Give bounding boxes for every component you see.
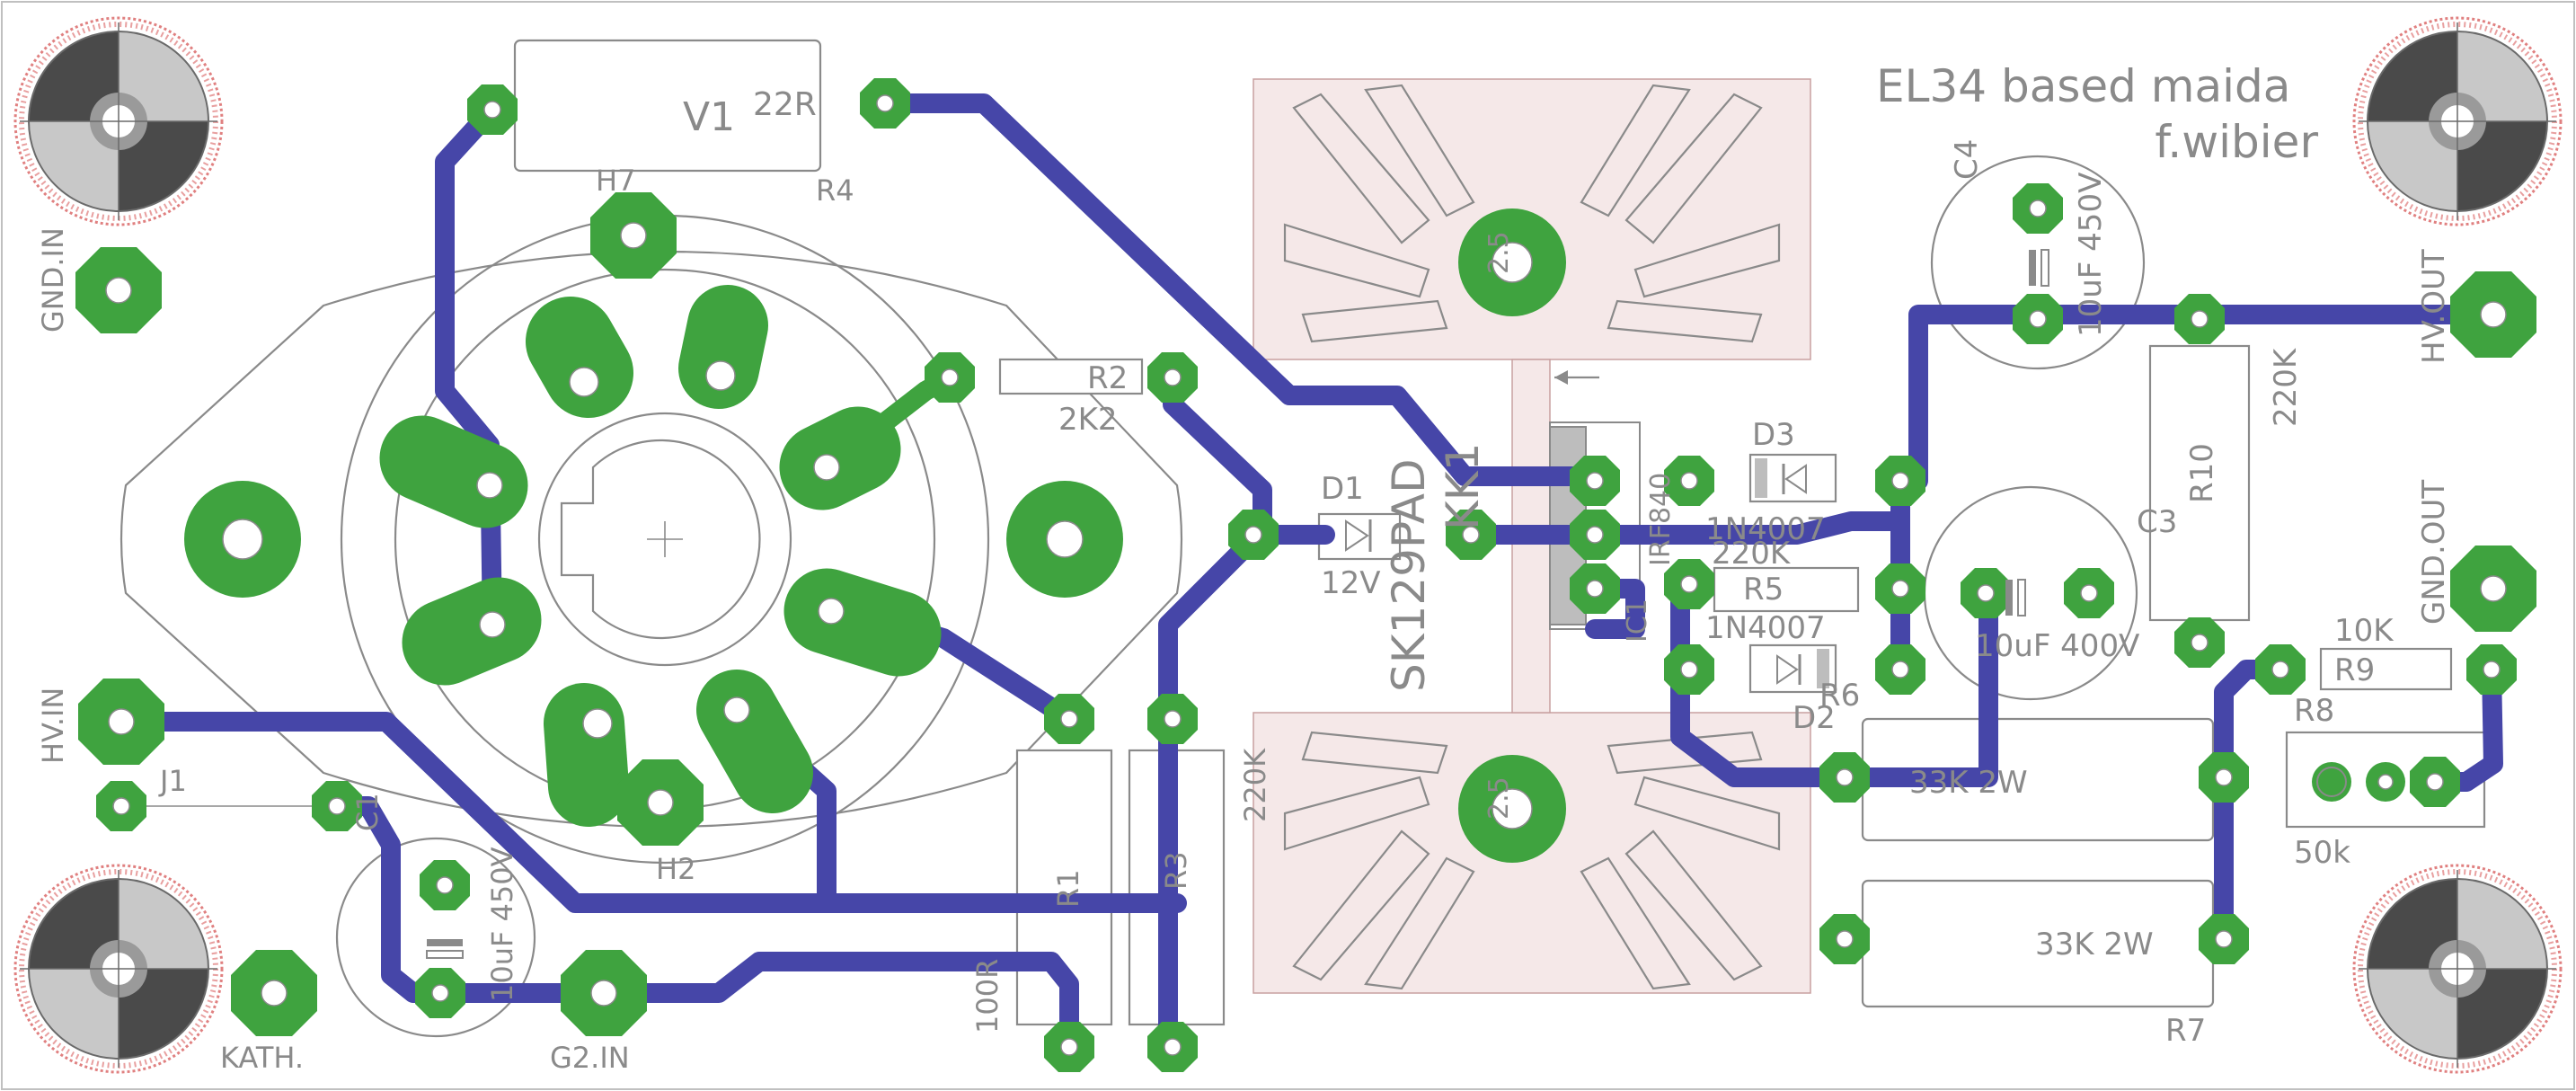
diode-symbols [1345, 458, 1829, 688]
label-kath: KATH. [220, 1041, 304, 1075]
label-r1: R1 [1051, 869, 1085, 908]
resistor-r10-body [2148, 344, 2251, 622]
label-r10-value: 220K [2268, 347, 2304, 427]
label-r1-value: 100R [970, 959, 1005, 1033]
label-kk1: KK1 [1437, 443, 1489, 530]
label-r3-value: 220K [1238, 748, 1272, 822]
silkscreen-text: EL34 based maida f.wibier V1 22R R4 H7 G… [36, 60, 2452, 1075]
label-r8: R8 [2294, 693, 2334, 729]
board-title: EL34 based maida [1876, 60, 2290, 112]
mount-hole-top-right [2354, 18, 2561, 225]
label-r9: R9 [2334, 652, 2375, 688]
label-j1: J1 [158, 764, 187, 798]
pads [75, 77, 2537, 1073]
label-ic1-value: IRF840 [1645, 473, 1677, 566]
board-author: f.wibier [2155, 116, 2318, 168]
label-gnd-out: GND.OUT [2416, 480, 2452, 625]
label-c4-value: 10uF 450V [2073, 173, 2109, 337]
label-ic1: IC1 [1622, 599, 1653, 643]
label-r5-value: 220K [1712, 536, 1792, 572]
label-r6-value: 33K 2W [1909, 765, 2028, 801]
label-h7: H7 [596, 164, 635, 198]
label-r4: R4 [816, 173, 854, 208]
label-hv-out: HV.OUT [2416, 249, 2452, 364]
label-d2: D2 [1793, 700, 1836, 736]
label-c1-value: 10uF 450V [485, 847, 519, 1002]
label-r7-value: 33K 2W [2035, 927, 2154, 962]
label-r9-value: 10K [2334, 613, 2395, 649]
label-c3-value: 10uF 400V [1975, 628, 2139, 664]
label-r10: R10 [2184, 443, 2220, 503]
label-d1: D1 [1321, 471, 1364, 507]
label-r8-value: 50k [2294, 835, 2350, 871]
label-hs-top: 2.5 [1483, 231, 1515, 274]
heatsink-pads [1458, 208, 1566, 863]
label-d1-value: 12V [1321, 565, 1381, 601]
label-c1: C1 [350, 793, 385, 831]
label-h2: H2 [656, 852, 695, 886]
label-hs-bottom: 2.5 [1483, 776, 1515, 820]
tube-pins [184, 285, 1123, 827]
mount-hole-bottom-left [15, 865, 222, 1072]
resistor-r2-body [998, 358, 1144, 395]
resistor-r5-body [1713, 566, 1860, 613]
label-c4: C4 [1949, 139, 1985, 180]
label-g2-in: G2.IN [550, 1041, 630, 1075]
label-r6: R6 [1819, 678, 1860, 714]
resistor-r9-body [2319, 647, 2453, 691]
label-d3: D3 [1752, 417, 1795, 453]
mount-hole-top-left [15, 18, 222, 225]
label-gnd-in: GND.IN [36, 227, 70, 333]
mount-hole-bottom-right [2354, 865, 2561, 1072]
cap-symbols [426, 249, 2049, 959]
label-hv-in: HV.IN [36, 687, 70, 764]
label-r4-value: 22R [753, 86, 817, 123]
label-c3: C3 [2137, 504, 2177, 540]
label-d3-value: 1N4007 [1705, 511, 1826, 547]
label-r2-value: 2K2 [1058, 402, 1118, 438]
label-r7: R7 [2165, 1013, 2206, 1049]
label-r2: R2 [1087, 360, 1128, 396]
heatsink-top [1253, 78, 1811, 360]
label-r3: R3 [1159, 851, 1193, 890]
label-sk-pad: SK129PAD [1383, 458, 1435, 692]
label-v1: V1 [683, 94, 735, 140]
label-d2-value: 1N4007 [1705, 610, 1826, 646]
label-r5: R5 [1743, 572, 1784, 608]
